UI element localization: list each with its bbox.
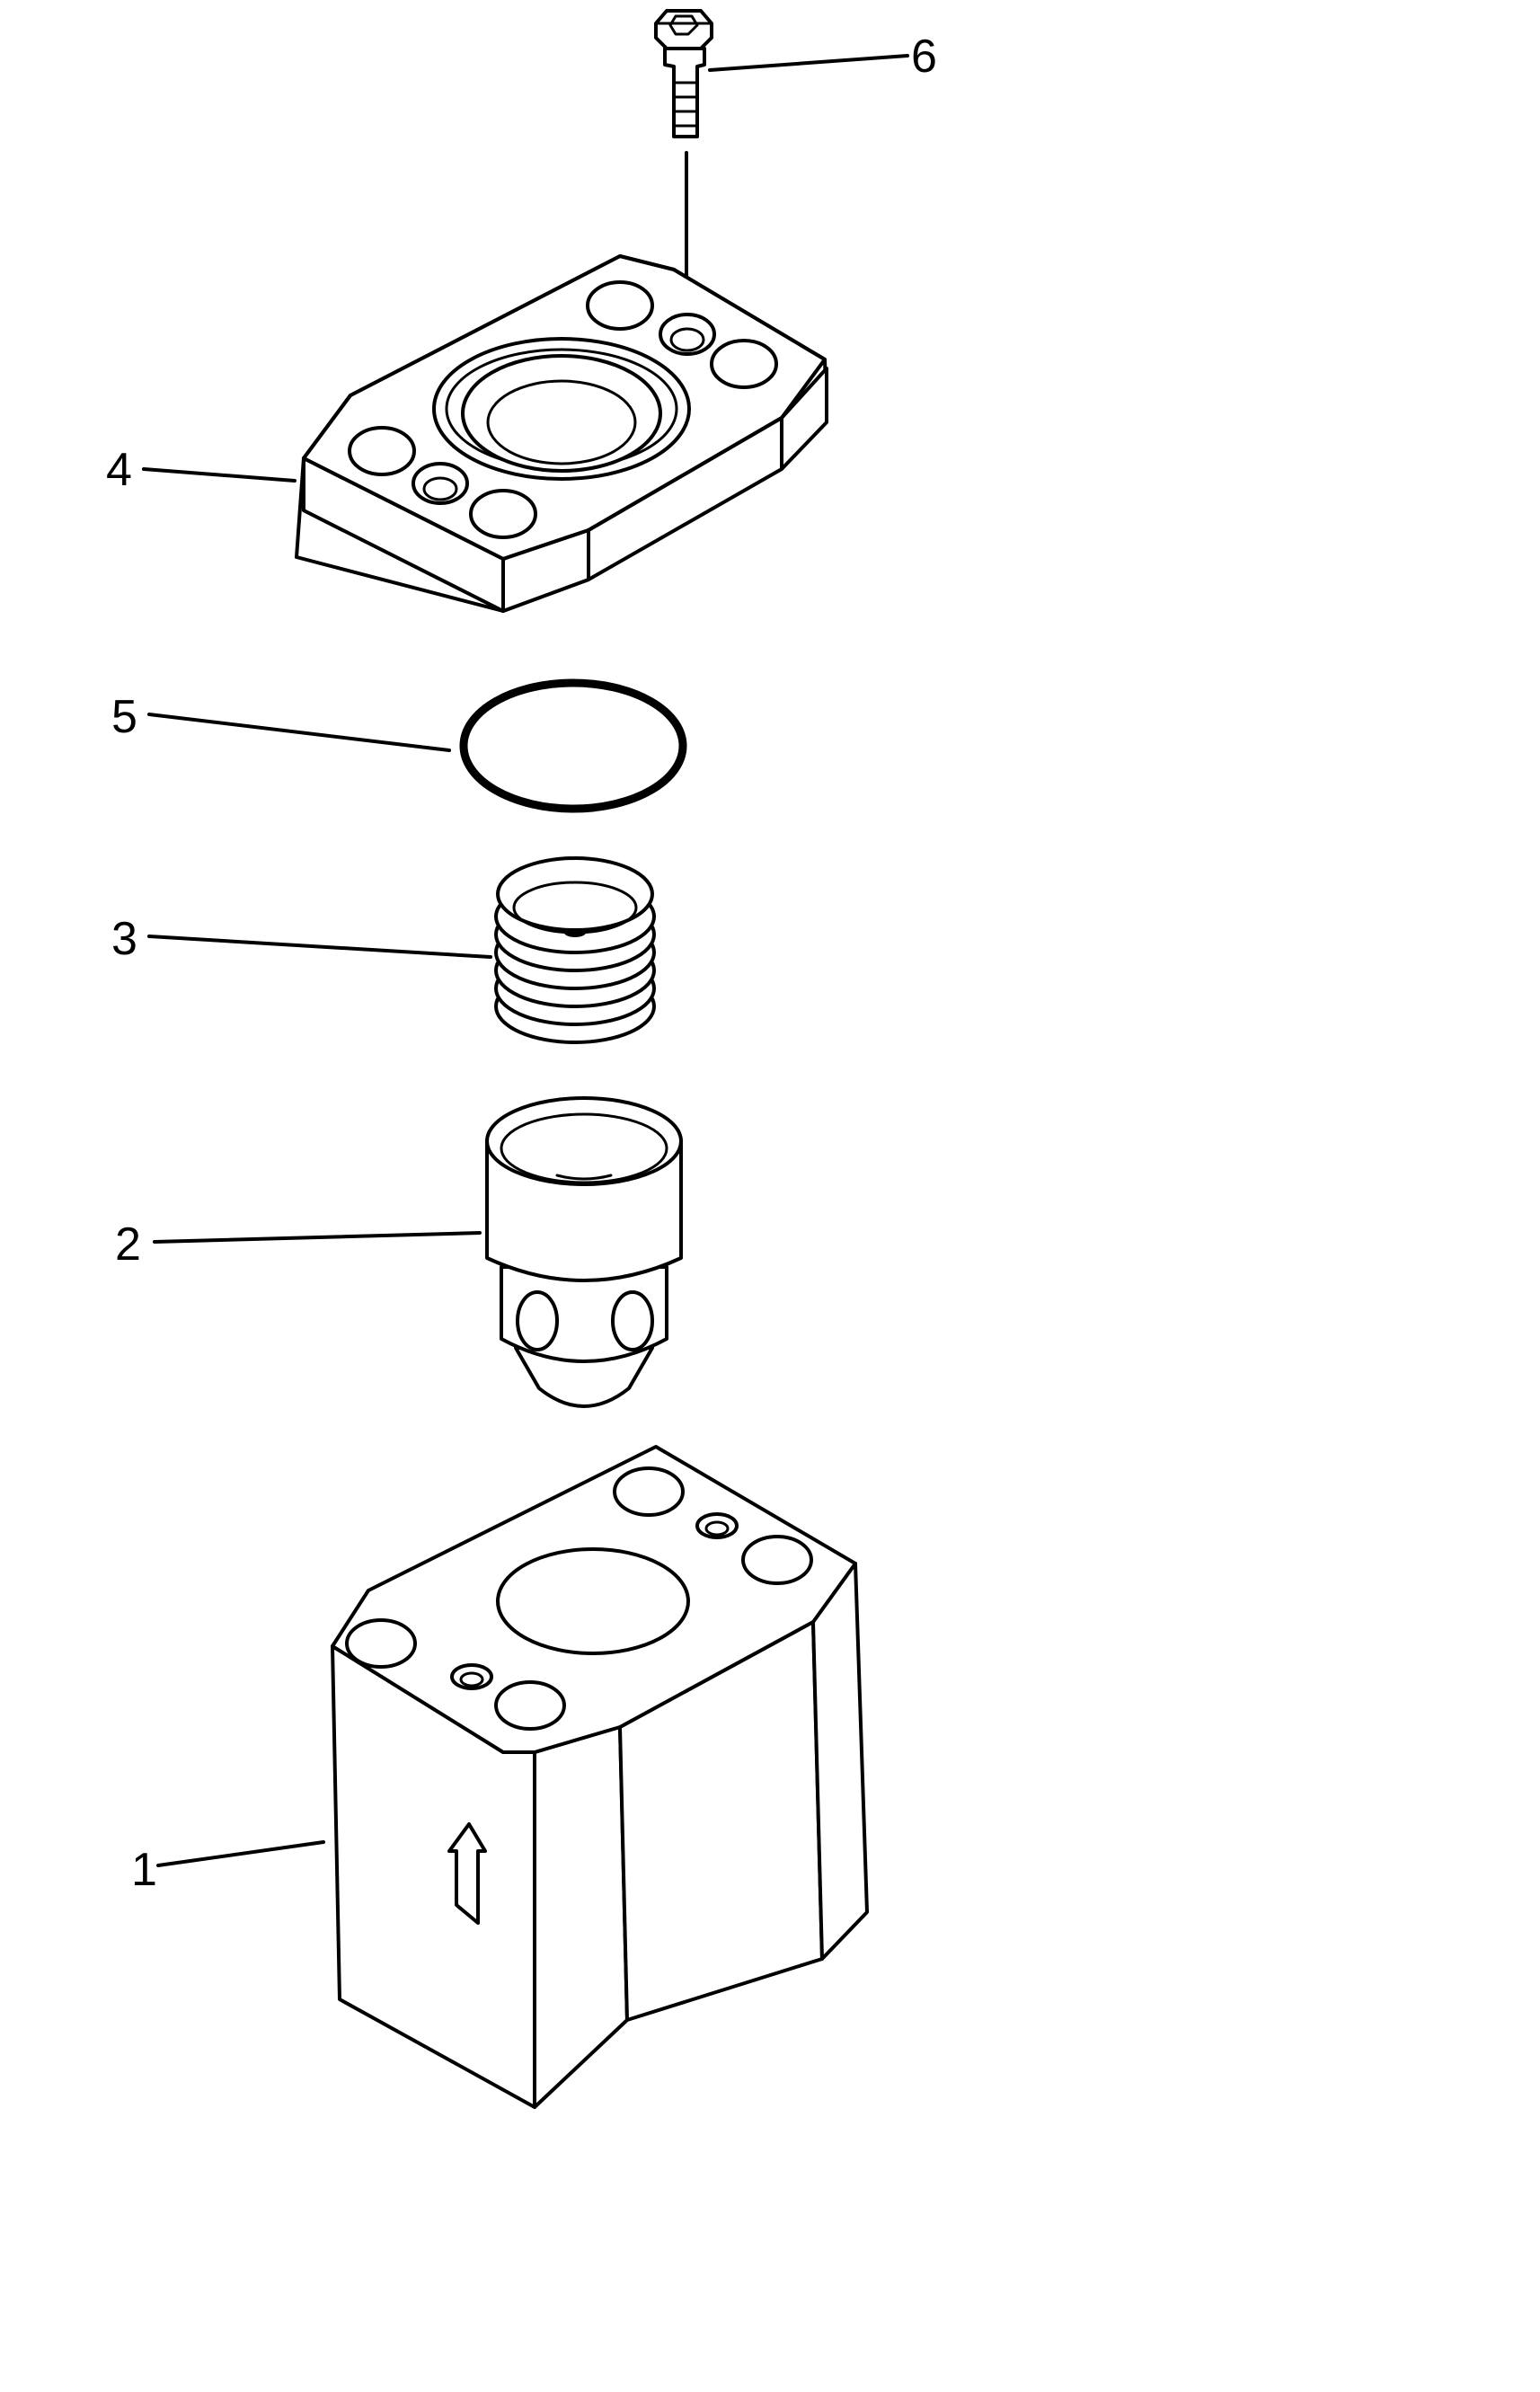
callout-3: 3 — [111, 913, 137, 965]
leader-1 — [156, 1840, 325, 1867]
callout-4: 4 — [106, 444, 132, 496]
leader-5 — [147, 713, 451, 752]
part-5-o-ring — [459, 678, 687, 813]
leader-2 — [153, 1231, 482, 1244]
flow-arrow-icon — [447, 1822, 487, 1925]
part-4-cover-plate — [295, 254, 828, 613]
callout-5: 5 — [111, 691, 137, 743]
leader-3 — [147, 935, 492, 959]
part-3-spring — [494, 856, 656, 1044]
leader-6 — [708, 54, 909, 72]
part-2-valve — [485, 1096, 683, 1408]
part-6-bolt — [654, 9, 713, 298]
leader-lines — [142, 54, 909, 1867]
callout-2: 2 — [115, 1218, 141, 1271]
part-1-valve-body — [331, 1445, 869, 2109]
leader-4 — [142, 467, 296, 483]
callout-1: 1 — [131, 1844, 157, 1896]
callout-labels: 6 4 5 3 2 1 — [106, 31, 937, 1896]
callout-6: 6 — [911, 31, 937, 83]
